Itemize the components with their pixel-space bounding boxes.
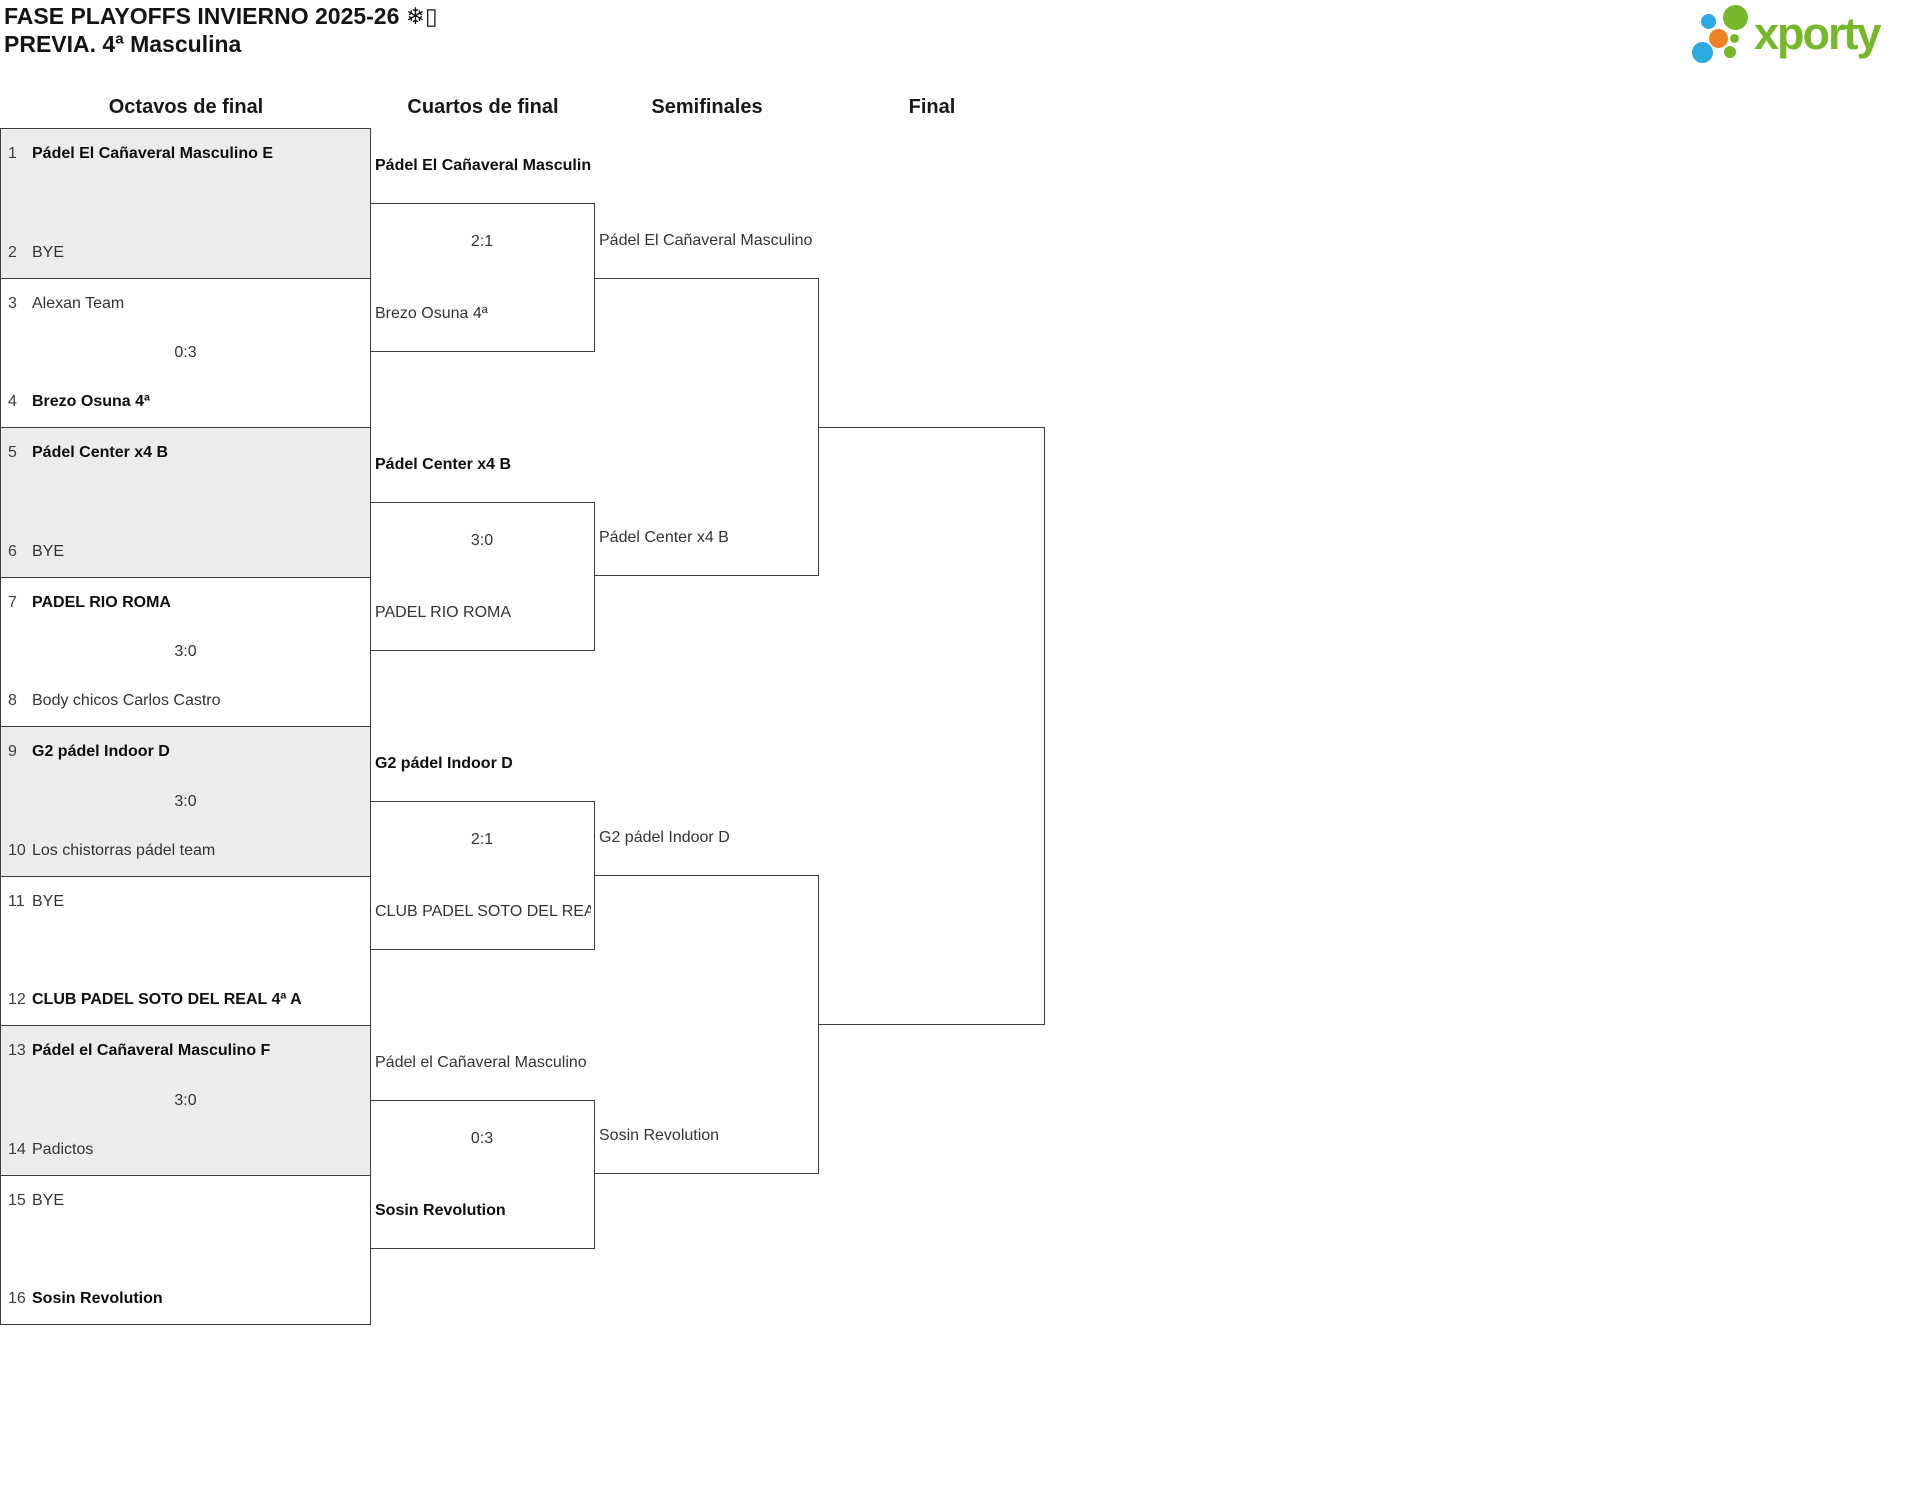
team-name: BYE: [32, 543, 65, 560]
team-name: Pádel el Cañaveral Masculino: [375, 1054, 587, 1071]
octavos-match-2: 3 Alexan Team 0:3 4 Brezo Osuna 4ª: [0, 278, 371, 428]
team-name: Pádel Center x4 B: [32, 444, 169, 461]
team-name: G2 pádel Indoor D: [32, 743, 170, 760]
page-title: FASE PLAYOFFS INVIERNO 2025-26 ❄▯ PREVIA…: [4, 2, 438, 58]
team-name: BYE: [32, 244, 65, 261]
seed-number: 1: [8, 145, 17, 162]
team-name: G2 pádel Indoor D: [375, 755, 513, 772]
seed-number: 12: [8, 991, 26, 1008]
seed-number: 6: [8, 543, 17, 560]
team-name: Brezo Osuna 4ª: [32, 393, 150, 410]
team-name: Pádel El Cañaveral Masculino: [375, 157, 591, 174]
team-name: Body chicos Carlos Castro: [32, 692, 221, 709]
match-score: 3:0: [174, 792, 197, 810]
octavos-match-8: 15 BYE 16 Sosin Revolution: [0, 1175, 371, 1325]
title-line-2: PREVIA. 4ª Masculina: [4, 31, 242, 57]
team-name: BYE: [32, 1192, 65, 1209]
team-name: Pádel El Cañaveral Masculino E: [32, 145, 273, 162]
seed-number: 10: [8, 842, 26, 859]
octavos-match-7: 13 Pádel el Cañaveral Masculino F 3:0 14 P…: [0, 1025, 371, 1176]
octavos-match-6: 11 BYE 12 CLUB PADEL SOTO DEL REAL 4ª A: [0, 876, 371, 1026]
logo-dot-blue-big: [1692, 42, 1713, 63]
seed-number: 7: [8, 594, 17, 611]
logo-dot-green-small: [1724, 46, 1736, 58]
team-name: Alexan Team: [32, 295, 125, 312]
team-name: Pádel Center x4 B: [375, 456, 512, 473]
seed-number: 9: [8, 743, 17, 760]
cuartos-match-2: Pádel Center x4 B 3:0 PADEL RIO ROMA: [370, 456, 595, 651]
match-score: 3:0: [174, 1091, 197, 1109]
team-name: BYE: [32, 893, 65, 910]
team-name: CLUB PADEL SOTO DEL REAL 4ª A: [375, 903, 591, 920]
seed-number: 2: [8, 244, 17, 261]
team-name: Pádel el Cañaveral Masculino F: [32, 1042, 271, 1059]
seed-number: 16: [8, 1290, 26, 1307]
seed-number: 15: [8, 1192, 26, 1209]
team-name: Pádel Center x4 B: [599, 529, 729, 546]
team-name: Sosin Revolution: [32, 1290, 163, 1307]
logo-dot-blue-small: [1701, 14, 1716, 29]
team-name: G2 pádel Indoor D: [599, 829, 730, 846]
team-name: PADEL RIO ROMA: [32, 594, 171, 611]
team-name: Brezo Osuna 4ª: [375, 305, 488, 322]
team-name: CLUB PADEL SOTO DEL REAL 4ª A: [32, 991, 302, 1008]
octavos-match-4: 7 PADEL RIO ROMA 3:0 8 Body chicos Carlos …: [0, 577, 371, 727]
team-name: Padictos: [32, 1141, 94, 1158]
cuartos-match-3: G2 pádel Indoor D 2:1 CLUB PADEL SOTO DE…: [370, 755, 595, 950]
seed-number: 14: [8, 1141, 26, 1158]
logo-wordmark: xporty: [1754, 8, 1882, 59]
title-line-1: FASE PLAYOFFS INVIERNO 2025-26 ❄▯: [4, 3, 438, 29]
match-score: 2:1: [470, 831, 494, 848]
cuartos-match-1: Pádel El Cañaveral Masculino 2:1 Brezo O…: [370, 157, 595, 352]
match-score: 3:0: [470, 532, 494, 549]
semifinal-match-2: G2 pádel Indoor D Sosin Revolution: [594, 829, 819, 1174]
cuartos-match-4: Pádel el Cañaveral Masculino 0:3 Sosin R…: [370, 1054, 595, 1249]
match-score: 0:3: [174, 344, 197, 361]
seed-number: 4: [8, 393, 17, 410]
match-score: 0:3: [470, 1130, 494, 1147]
team-name: Los chistorras pádel team: [32, 842, 216, 859]
column-header-semifinales: Semifinales: [651, 96, 763, 118]
team-name: Sosin Revolution: [375, 1202, 506, 1219]
octavos-match-1: 1 Pádel El Cañaveral Masculino E 2 BYE: [0, 128, 371, 279]
octavos-match-3: 5 Pádel Center x4 B 6 BYE: [0, 427, 371, 578]
logo-dot-green-tiny: [1730, 34, 1739, 43]
match-score: 3:0: [174, 643, 197, 660]
octavos-match-5: 9 G2 pádel Indoor D 3:0 10 Los chistorras …: [0, 726, 371, 877]
column-header-octavos: Octavos de final: [108, 96, 264, 118]
seed-number: 3: [8, 295, 17, 312]
seed-number: 8: [8, 692, 17, 709]
logo-dot-orange: [1709, 29, 1728, 48]
column-header-final: Final: [908, 96, 956, 118]
seed-number: 13: [8, 1042, 26, 1059]
team-name: Sosin Revolution: [599, 1127, 720, 1144]
column-header-cuartos: Cuartos de final: [407, 96, 559, 118]
team-name: PADEL RIO ROMA: [375, 604, 512, 621]
logo-dot-green-big: [1723, 5, 1748, 30]
semifinal-match-1: Pádel El Cañaveral Masculino Pádel Cente…: [594, 232, 819, 576]
seed-number: 11: [8, 893, 25, 910]
seed-number: 5: [8, 444, 17, 461]
final-match: [818, 427, 1045, 1025]
team-name: Pádel El Cañaveral Masculino: [599, 232, 813, 249]
match-score: 2:1: [470, 233, 494, 250]
